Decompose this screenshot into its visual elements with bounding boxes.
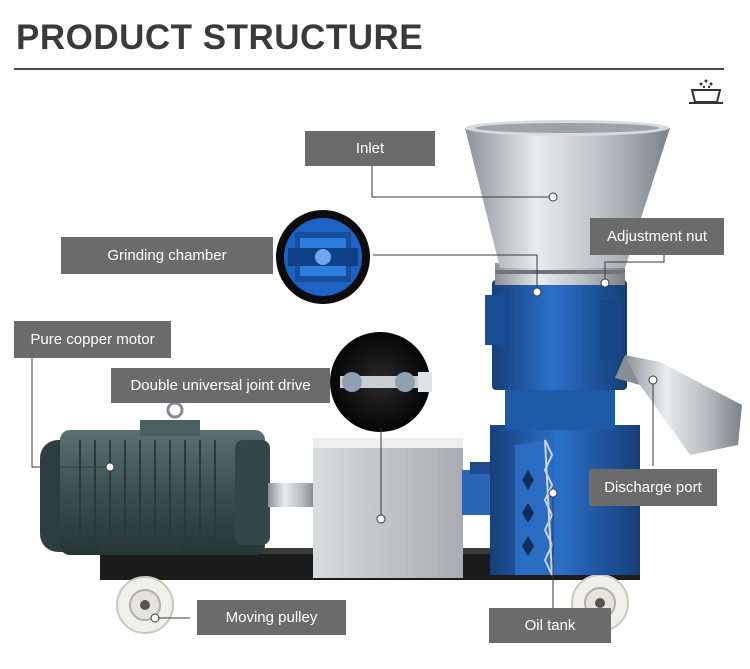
callout-moving-pulley: Moving pulley xyxy=(197,600,346,635)
callout-pure-copper-motor: Pure copper motor xyxy=(14,321,171,358)
callout-oil-tank: Oil tank xyxy=(489,608,611,643)
leader-dots xyxy=(105,192,658,623)
callout-double-joint-drive: Double universal joint drive xyxy=(111,368,330,403)
gear-box xyxy=(313,438,502,578)
callout-grinding-chamber: Grinding chamber xyxy=(61,237,273,274)
callout-discharge-port: Discharge port xyxy=(589,469,717,506)
callout-adjustment-nut: Adjustment nut xyxy=(590,218,724,255)
grinding-chamber-zoom xyxy=(276,210,370,304)
pellet-mill-body xyxy=(485,263,640,576)
title-divider xyxy=(14,68,724,70)
leader-lines xyxy=(31,166,665,619)
double-joint-zoom xyxy=(330,332,432,432)
callout-inlet: Inlet xyxy=(305,131,435,166)
page-title: PRODUCT STRUCTURE xyxy=(16,18,424,57)
brand-mark-icon xyxy=(689,79,723,104)
motor xyxy=(40,401,316,555)
